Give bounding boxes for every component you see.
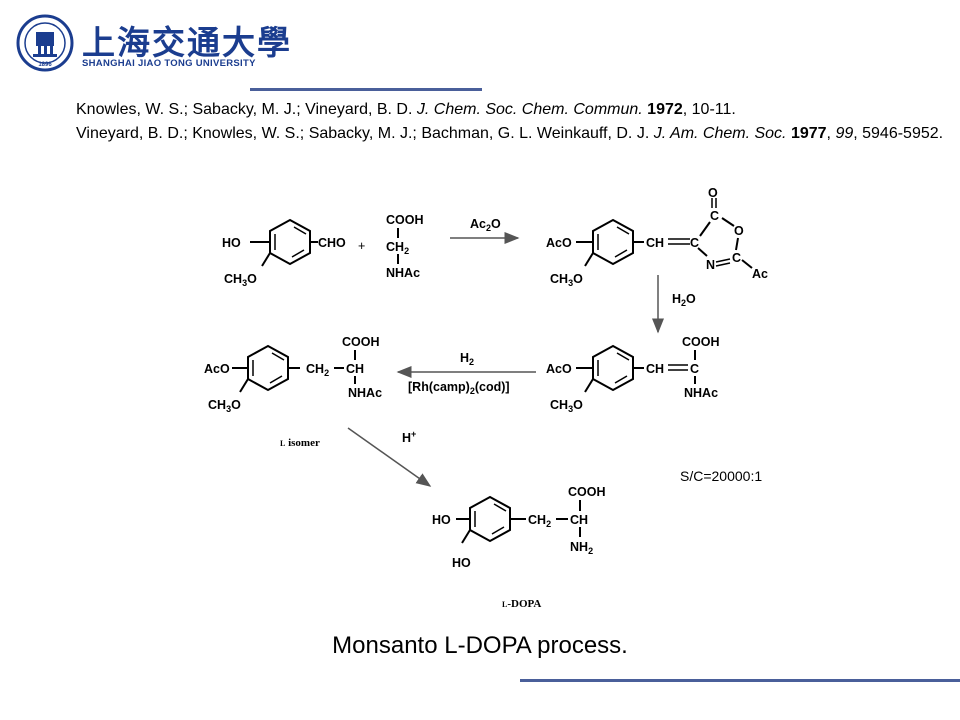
- svg-text:CH2: CH2: [306, 362, 329, 378]
- svg-text:NHAc: NHAc: [684, 386, 718, 400]
- azlactone-structure: AcO CH C C O O C Ac N CH3O: [546, 186, 768, 288]
- svg-text:NHAc: NHAc: [386, 266, 420, 280]
- svg-text:CH: CH: [646, 236, 664, 250]
- svg-text:Ac: Ac: [752, 267, 768, 281]
- svg-text:C: C: [710, 209, 719, 223]
- substrate-catalyst-ratio: S/C=20000:1: [680, 468, 763, 484]
- vanillin-structure: HO CHO CH3O: [222, 218, 346, 288]
- reaction-arrow-4: [347, 427, 432, 487]
- reference-1-year: 1972: [647, 101, 683, 118]
- svg-text:O: O: [708, 186, 718, 200]
- reference-2-journal: J. Am. Chem. Soc.: [653, 125, 787, 142]
- reference-1-pages: , 10-11.: [682, 101, 736, 118]
- svg-text:CH2: CH2: [528, 513, 551, 529]
- svg-text:AcO: AcO: [546, 236, 572, 250]
- svg-text:NH2: NH2: [570, 540, 593, 556]
- svg-text:CH3O: CH3O: [550, 272, 583, 288]
- svg-text:CH3O: CH3O: [224, 272, 257, 288]
- svg-text:C: C: [732, 251, 741, 265]
- footer-divider: [520, 679, 960, 682]
- dehydroamino-acid-structure: AcO CH C COOH NHAc CH3O: [546, 335, 720, 414]
- svg-text:COOH: COOH: [682, 335, 720, 349]
- svg-text:CH: CH: [646, 362, 664, 376]
- reference-1-authors: Knowles, W. S.; Sabacky, M. J.; Vineyard…: [76, 101, 417, 118]
- svg-text:NHAc: NHAc: [348, 386, 382, 400]
- reference-1: Knowles, W. S.; Sabacky, M. J.; Vineyard…: [76, 98, 946, 122]
- university-logo: 1896 上海交通大學 SHANGHAI JIAO TONG UNIVERSIT…: [16, 14, 290, 76]
- l-dopa-label: L-DOPA: [502, 598, 541, 610]
- svg-text:CH: CH: [346, 362, 364, 376]
- reagent-h2o: H2O: [672, 292, 696, 308]
- reagent-h2: H2: [460, 351, 474, 367]
- reference-2: Vineyard, B. D.; Knowles, W. S.; Sabacky…: [76, 125, 944, 142]
- reference-1-journal: J. Chem. Soc. Chem. Commun.: [416, 101, 643, 118]
- reagent-ac2o: Ac2O: [470, 217, 501, 233]
- reference-2-volume: 99: [835, 125, 854, 142]
- svg-text:HO: HO: [452, 556, 471, 570]
- reference-2-authors: Vineyard, B. D.; Knowles, W. S.; Sabacky…: [76, 125, 654, 142]
- reagent-h-plus: H+: [402, 429, 416, 445]
- svg-text:HO: HO: [432, 513, 451, 527]
- svg-text:AcO: AcO: [546, 362, 572, 376]
- university-emblem-icon: 1896: [16, 14, 74, 72]
- svg-text:CH3O: CH3O: [550, 398, 583, 414]
- svg-text:O: O: [734, 224, 744, 238]
- slide-caption: Monsanto L-DOPA process.: [332, 632, 628, 659]
- svg-text:N: N: [706, 258, 715, 272]
- l-dopa-structure: HO CH2 CH COOH NH2 HO: [432, 485, 606, 570]
- header-divider: [250, 88, 482, 91]
- svg-text:COOH: COOH: [568, 485, 606, 499]
- svg-text:COOH: COOH: [386, 213, 424, 227]
- plus-sign: +: [358, 239, 365, 253]
- svg-text:AcO: AcO: [204, 362, 230, 376]
- svg-text:COOH: COOH: [342, 335, 380, 349]
- logo-english-name: SHANGHAI JIAO TONG UNIVERSITY: [82, 58, 256, 69]
- reagent-rh-catalyst: [Rh(camp)2(cod)]: [408, 380, 510, 396]
- isomer-label: L isomer: [280, 437, 320, 449]
- svg-text:C: C: [690, 362, 699, 376]
- protected-dopa-structure: AcO CH2 CH COOH NHAc CH3O: [204, 335, 382, 414]
- svg-text:CH: CH: [570, 513, 588, 527]
- references: Knowles, W. S.; Sabacky, M. J.; Vineyard…: [76, 98, 946, 146]
- reference-2-pages: , 5946-5952.: [853, 125, 944, 142]
- svg-text:HO: HO: [222, 236, 241, 250]
- svg-text:CH3O: CH3O: [208, 398, 241, 414]
- svg-text:CH2: CH2: [386, 240, 409, 256]
- acetylglycine-structure: COOH CH2 NHAc: [386, 213, 424, 280]
- emblem-year: 1896: [38, 62, 52, 68]
- svg-text:CHO: CHO: [318, 236, 346, 250]
- svg-text:C: C: [690, 236, 699, 250]
- reference-2-year: 1977: [790, 125, 827, 142]
- logo-chinese-name: 上海交通大學: [82, 23, 292, 62]
